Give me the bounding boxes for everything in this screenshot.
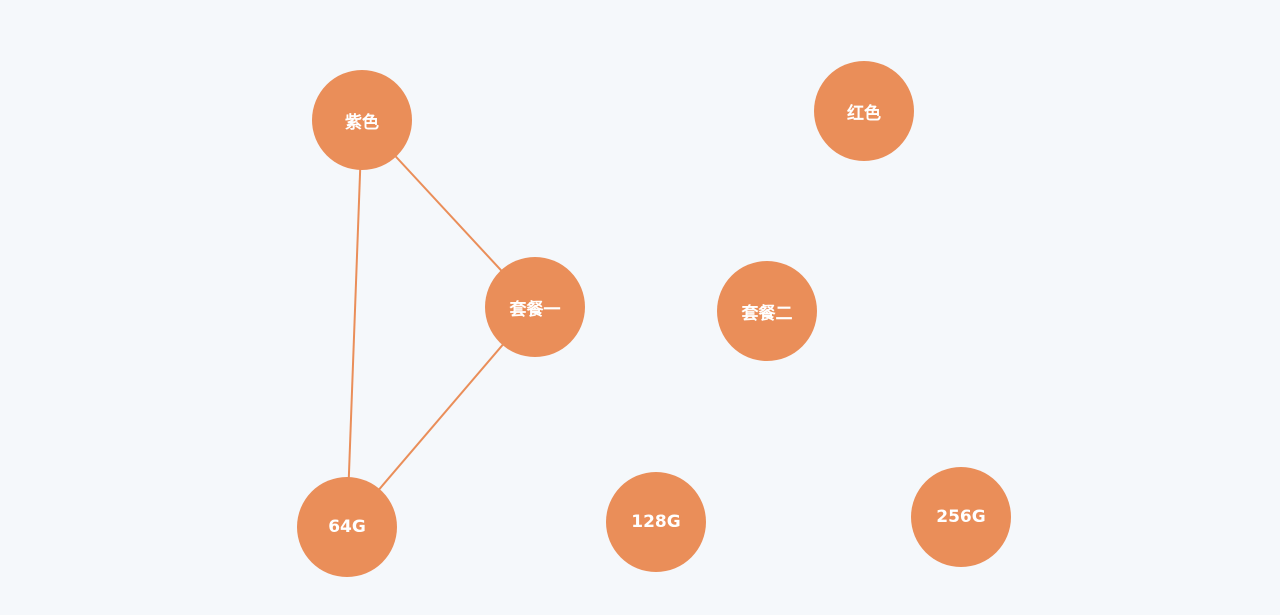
node-red[interactable]: 红色 [814,61,914,161]
node-64g[interactable]: 64G [297,477,397,577]
node-label: 套餐一 [509,299,561,320]
node-purple[interactable]: 紫色 [312,70,412,170]
node-plan-1[interactable]: 套餐一 [485,257,585,357]
node-label: 64G [328,517,366,537]
node-plan-2[interactable]: 套餐二 [717,261,817,361]
node-label: 套餐二 [741,303,793,324]
node-label: 红色 [847,103,881,124]
edge-purple-g64 [346,119,363,528]
node-label: 256G [936,507,986,527]
node-label: 紫色 [345,112,379,133]
node-label: 128G [631,512,681,532]
node-256g[interactable]: 256G [911,467,1011,567]
node-128g[interactable]: 128G [606,472,706,572]
